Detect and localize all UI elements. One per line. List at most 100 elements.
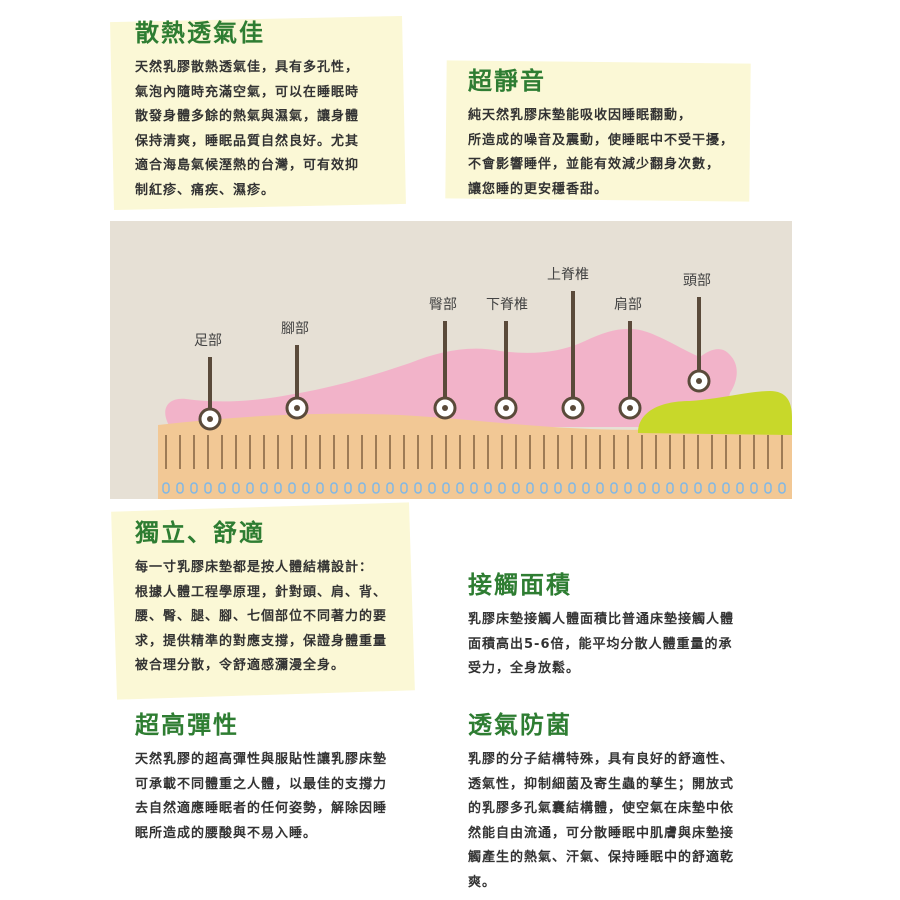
air-dot <box>274 482 282 494</box>
air-dot <box>568 482 576 494</box>
air-dot <box>302 482 310 494</box>
section-contact: 接觸面積 乳膠床墊接觸人體面積比普通床墊接觸人體 面積高出5-6倍，能平均分散人… <box>468 570 734 682</box>
text-line: 乳膠的分子結構特殊，具有良好的舒適性、 <box>468 752 735 767</box>
text-line: 氣泡內隨時充滿空氣，可以在睡眠時 <box>135 84 360 100</box>
label-leg: 腳部 <box>281 321 309 337</box>
marker-hip: 臀部 <box>429 297 457 420</box>
text-line: 不會影響睡伴，並能有效減少翻身次數， <box>468 157 721 172</box>
text-line: 天然乳膠散熱透氣佳，具有多孔性， <box>135 60 360 75</box>
pillow <box>638 391 792 435</box>
section-body: 每一寸乳膠床墊都是按人體結構設計： 根據人體工程學原理，針對頭、肩、背、 腰、臀… <box>135 556 387 679</box>
label-hip: 臀部 <box>429 297 457 313</box>
section-title: 接觸面積 <box>468 571 572 599</box>
air-dot <box>344 482 352 494</box>
text-line: 所造成的噪音及震動，使睡眠中不受干擾， <box>468 132 735 148</box>
text-line: 天然乳膠的超高彈性與服貼性讓乳膠床墊 <box>135 752 388 767</box>
label-head: 頭部 <box>683 273 711 289</box>
air-dot <box>638 482 646 494</box>
text-line: 制紅疹、痛疾、濕疹。 <box>135 182 276 198</box>
air-dot <box>778 482 786 494</box>
label-foot: 足部 <box>194 333 222 349</box>
section-body: 乳膠的分子結構特殊，具有良好的舒適性、 透氣性，抑制細菌及寄生蟲的孳生；開放式 … <box>468 748 734 895</box>
label-upper-spine: 上脊椎 <box>547 267 589 283</box>
text-line: 被合理分散，令舒適感瀰漫全身。 <box>135 658 346 673</box>
text-line: 適合海島氣候溼熱的台灣，可有效抑 <box>135 158 360 173</box>
air-dot <box>162 482 170 494</box>
air-dot <box>428 482 436 494</box>
marker-shoulder: 肩部 <box>614 297 642 420</box>
section-antibac: 透氣防菌 乳膠的分子結構特殊，具有良好的舒適性、 透氣性，抑制細菌及寄生蟲的孳生… <box>468 710 734 895</box>
air-dot <box>526 482 534 494</box>
air-dot <box>764 482 772 494</box>
text-line: 每一寸乳膠床墊都是按人體結構設計： <box>135 560 374 575</box>
text-line: 根據人體工程學原理，針對頭、肩、背、 <box>135 584 388 600</box>
section-title: 超高彈性 <box>135 711 239 739</box>
air-dot <box>624 482 632 494</box>
text-line: 保持清爽，睡眠品質自然良好。尤其 <box>135 133 360 149</box>
air-dot <box>610 482 618 494</box>
body-silhouette <box>165 328 737 427</box>
marker-foot: 足部 <box>194 333 222 431</box>
air-dot <box>540 482 548 494</box>
air-dot <box>596 482 604 494</box>
label-shoulder: 肩部 <box>614 297 642 313</box>
air-dot <box>232 482 240 494</box>
air-dot <box>176 482 184 494</box>
air-dot <box>386 482 394 494</box>
section-quiet: 超靜音 純天然乳膠床墊能吸收因睡眠翻動， 所造成的噪音及震動，使睡眠中不受干擾，… <box>468 66 734 202</box>
section-comfort: 獨立、舒適 每一寸乳膠床墊都是按人體結構設計： 根據人體工程學原理，針對頭、肩、… <box>135 518 387 679</box>
air-dots <box>162 482 786 494</box>
text-line: 的乳膠多孔氣囊結構體，使空氣在床墊中依 <box>468 801 735 816</box>
text-line: 散發身體多餘的熱氣與濕氣，讓身體 <box>135 109 360 124</box>
air-dot <box>498 482 506 494</box>
label-lower-spine: 下脊椎 <box>486 297 528 313</box>
air-dot <box>246 482 254 494</box>
text-line: 腰、臀、腿、腳、七個部位不同著力的要 <box>135 609 388 624</box>
marker-lower-spine: 下脊椎 <box>486 297 528 420</box>
text-line: 讓您睡的更安穩香甜。 <box>468 181 609 197</box>
air-dot <box>750 482 758 494</box>
text-line: 觸產生的熱氣、汗氣、保持睡眠中的舒適乾 <box>468 850 735 865</box>
air-dot <box>288 482 296 494</box>
air-dot <box>470 482 478 494</box>
section-body: 天然乳膠的超高彈性與服貼性讓乳膠床墊 可承載不同體重之人體，以最佳的支撐力 去自… <box>135 748 387 846</box>
air-dot <box>708 482 716 494</box>
air-dot <box>372 482 380 494</box>
air-dot <box>666 482 674 494</box>
air-dot <box>694 482 702 494</box>
air-dot <box>652 482 660 494</box>
marker-head: 頭部 <box>683 273 711 393</box>
air-dot <box>736 482 744 494</box>
text-line: 眠所造成的腰酸與不易入睡。 <box>135 825 318 841</box>
air-dot <box>456 482 464 494</box>
air-dot <box>316 482 324 494</box>
section-title: 透氣防菌 <box>468 711 572 739</box>
section-title: 獨立、舒適 <box>135 519 265 547</box>
section-body: 天然乳膠散熱透氣佳，具有多孔性， 氣泡內隨時充滿空氣，可以在睡眠時 散發身體多餘… <box>135 56 359 203</box>
section-heat: 散熱透氣佳 天然乳膠散熱透氣佳，具有多孔性， 氣泡內隨時充滿空氣，可以在睡眠時 … <box>135 18 359 203</box>
air-dot <box>582 482 590 494</box>
text-line: 求，提供精準的對應支撐，保證身體重量 <box>135 633 388 649</box>
text-line: 爽。 <box>468 874 497 890</box>
text-line: 面積高出5-6倍，能平均分散人體重量的承 <box>468 636 733 652</box>
air-dot <box>358 482 366 494</box>
mattress-body-diagram: 足部 腳部 臀部 下脊椎 上脊椎 肩部 頭部 <box>110 221 792 499</box>
text-line: 純天然乳膠床墊能吸收因睡眠翻動， <box>468 108 693 123</box>
air-dot <box>190 482 198 494</box>
air-dot <box>204 482 212 494</box>
text-line: 乳膠床墊接觸人體面積比普通床墊接觸人體 <box>468 612 735 627</box>
air-dot <box>400 482 408 494</box>
section-body: 乳膠床墊接觸人體面積比普通床墊接觸人體 面積高出5-6倍，能平均分散人體重量的承… <box>468 608 734 682</box>
air-dot <box>512 482 520 494</box>
section-elastic: 超高彈性 天然乳膠的超高彈性與服貼性讓乳膠床墊 可承載不同體重之人體，以最佳的支… <box>135 710 387 846</box>
marker-leg: 腳部 <box>281 321 309 420</box>
air-dot <box>260 482 268 494</box>
text-line: 去自然適應睡眠者的任何姿勢，解除因睡 <box>135 801 388 816</box>
section-body: 純天然乳膠床墊能吸收因睡眠翻動， 所造成的噪音及震動，使睡眠中不受干擾， 不會影… <box>468 104 734 202</box>
spring-lines <box>165 435 783 469</box>
text-line: 受力，全身放鬆。 <box>468 661 581 676</box>
air-dot <box>218 482 226 494</box>
marker-upper-spine: 上脊椎 <box>547 267 589 420</box>
air-dot <box>330 482 338 494</box>
mattress <box>158 413 792 499</box>
